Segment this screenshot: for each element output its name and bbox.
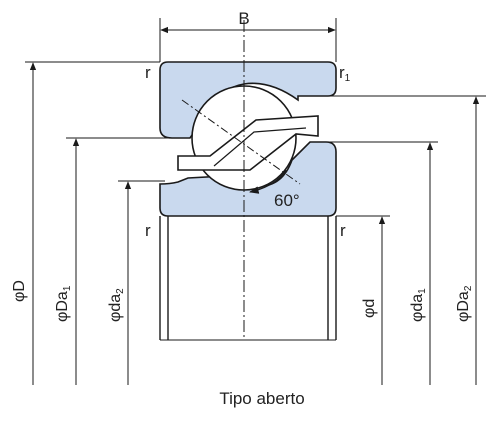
r-bottom-left-label: r: [145, 221, 151, 240]
label-phiD: φD: [11, 280, 28, 302]
label-phiDa2: φDa2: [455, 285, 474, 322]
label-phiDa1: φDa1: [54, 285, 73, 322]
cage-inner-line: [213, 127, 307, 167]
label-phid: φd: [361, 299, 378, 318]
b-label: B: [238, 9, 249, 28]
label-phida1: φda1: [409, 288, 428, 322]
r1-label: r1: [339, 63, 351, 84]
angle-label: 60°: [274, 191, 300, 210]
r-top-left-label: r: [145, 63, 151, 82]
caption: Tipo aberto: [219, 389, 304, 408]
label-phida2: φda2: [107, 288, 126, 322]
r-bottom-right-label: r: [340, 221, 346, 240]
angle-arc: [249, 169, 287, 194]
